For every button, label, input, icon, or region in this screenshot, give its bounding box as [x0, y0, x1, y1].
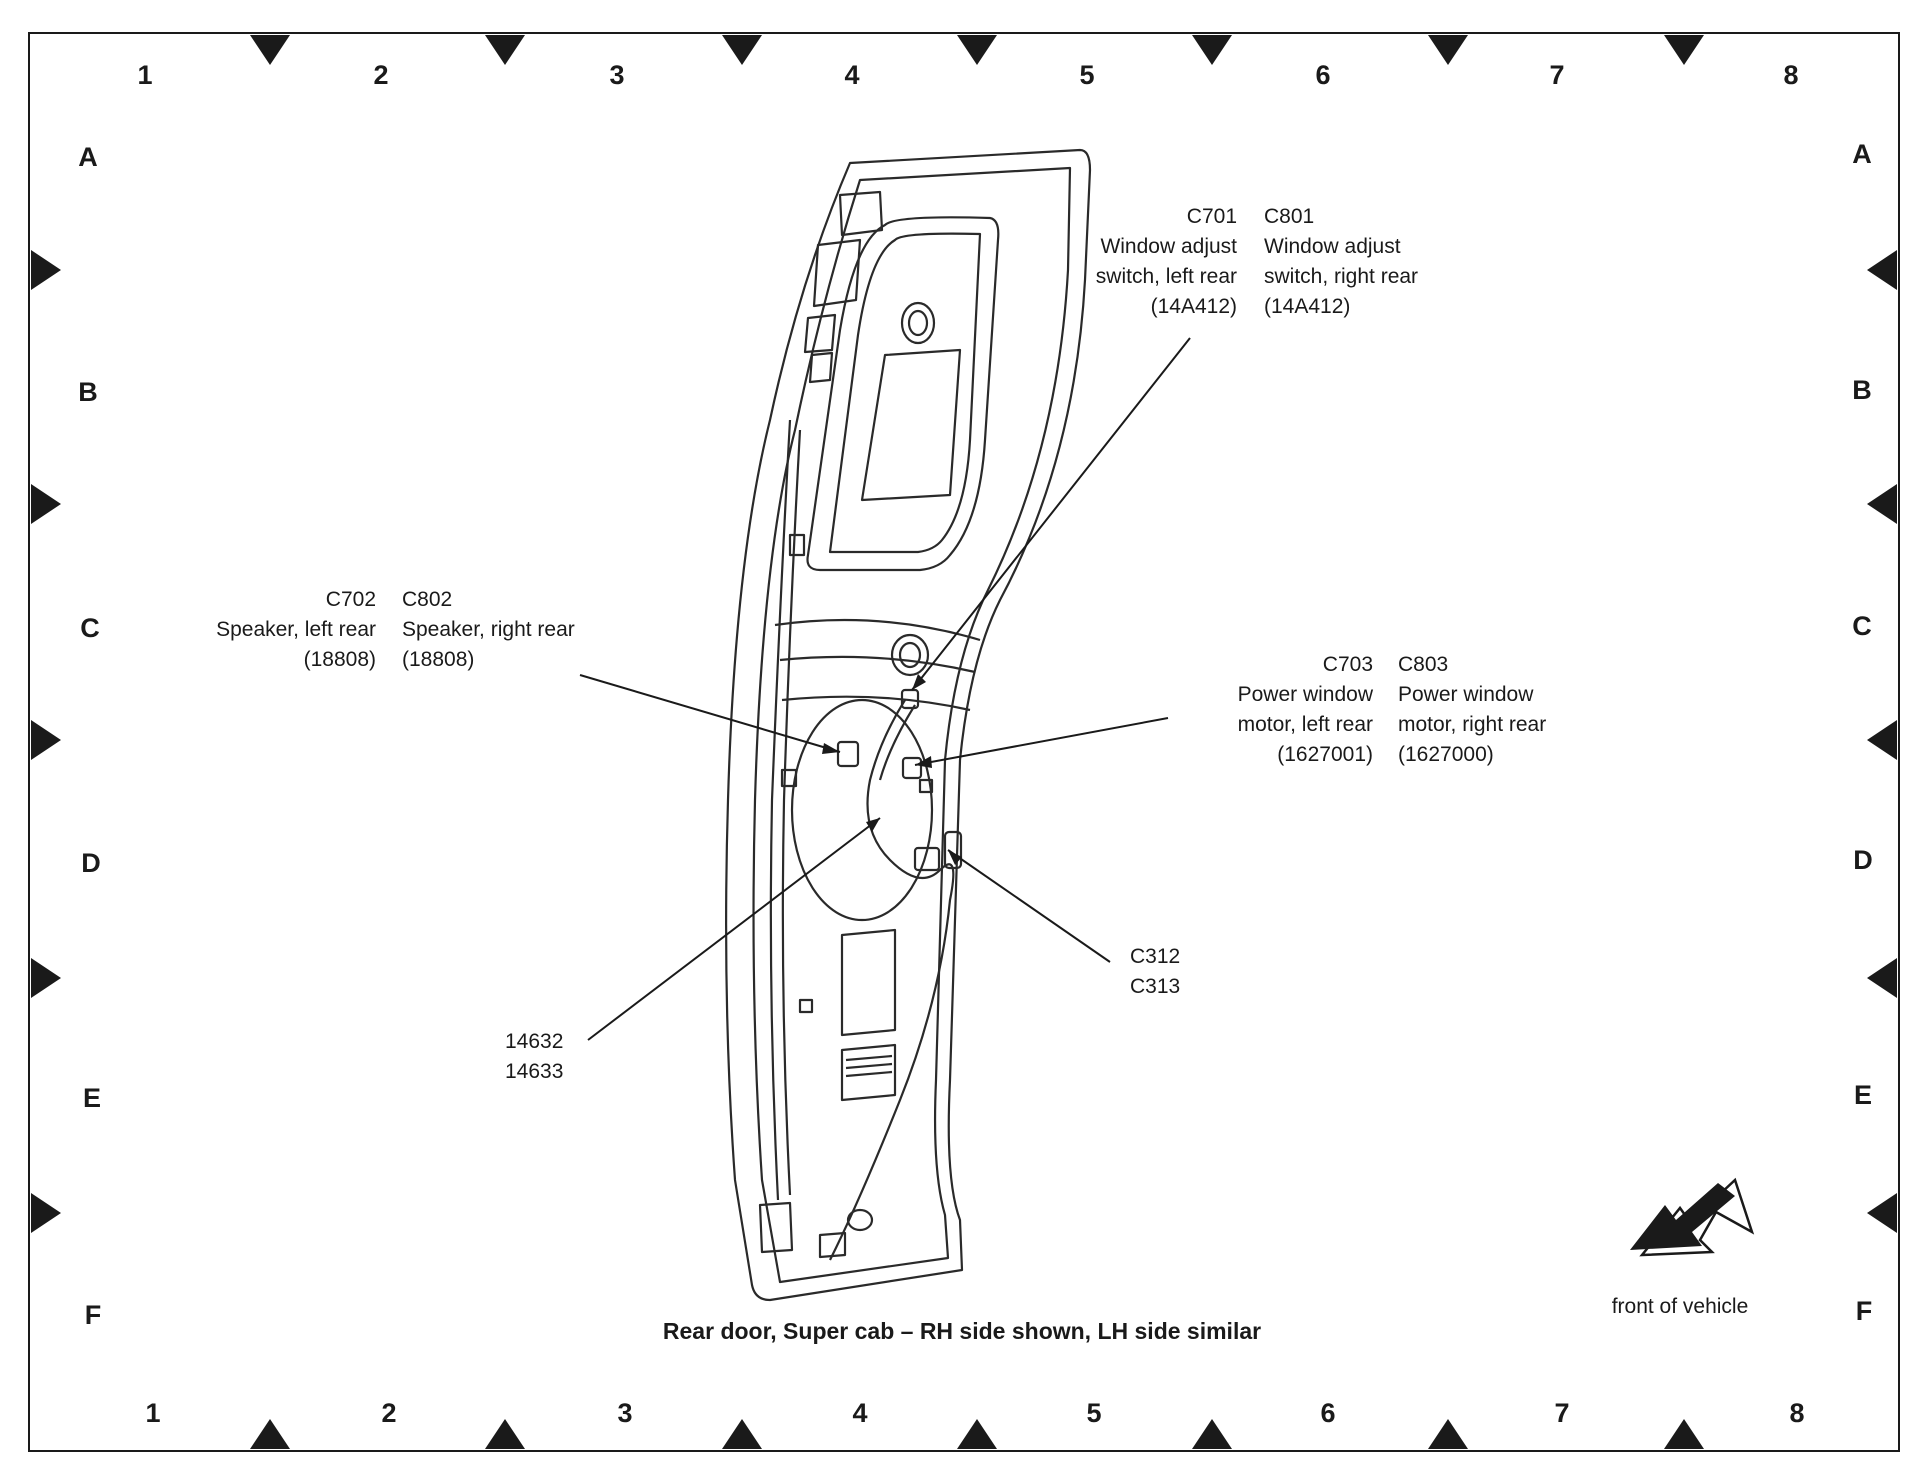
part-number: (1627001)	[1277, 743, 1373, 766]
callout-text: Speaker, right rear	[402, 618, 575, 641]
callout-window-switch-right: C801 Window adjust switch, right rear (1…	[1264, 202, 1418, 322]
callout-text: switch, right rear	[1264, 265, 1419, 288]
grid-col-top-8: 8	[1783, 60, 1799, 90]
grid-col-top-4: 4	[844, 60, 860, 90]
grid-col-bottom-1: 1	[145, 1398, 161, 1428]
callout-text: Speaker, left rear	[216, 618, 376, 641]
left-ticks	[31, 250, 61, 1233]
grid-col-bottom-5: 5	[1086, 1398, 1102, 1428]
leader-harness	[587, 817, 881, 1041]
rear-door-outline	[725, 148, 1092, 1302]
grid-col-top-2: 2	[373, 60, 389, 90]
front-arrow-icon	[1630, 1177, 1755, 1257]
grid-row-right-f: F	[1855, 1296, 1873, 1326]
grid-col-bottom-2: 2	[381, 1398, 397, 1428]
grid-row-left-a: A	[78, 142, 98, 172]
grid-col-bottom-3: 3	[617, 1398, 633, 1428]
part-number: (14A412)	[1264, 295, 1351, 318]
part-number: 14632	[505, 1030, 564, 1053]
leader-inline	[947, 849, 1111, 963]
part-number: (14A412)	[1150, 295, 1237, 318]
part-number: 14633	[505, 1060, 564, 1083]
callout-window-switch-left: C701 Window adjust switch, left rear (14…	[1096, 202, 1237, 322]
connector-id: C803	[1398, 653, 1449, 676]
connector-id: C802	[402, 588, 453, 611]
part-number: (18808)	[303, 648, 376, 671]
grid-col-bottom-8: 8	[1789, 1398, 1805, 1428]
grid-row-left-f: F	[84, 1300, 102, 1330]
connector-id: C703	[1322, 653, 1373, 676]
grid-col-top-1: 1	[137, 60, 153, 90]
part-number: (1627000)	[1398, 743, 1494, 766]
border-frame	[28, 32, 1900, 1452]
grid-row-right-e: E	[1853, 1080, 1872, 1110]
leader-lines	[579, 337, 1191, 1041]
callout-harness: 14632 14633	[505, 1027, 563, 1087]
connector-id: C313	[1130, 975, 1181, 998]
callout-text: Power window	[1237, 683, 1373, 706]
grid-row-left-b: B	[78, 377, 98, 407]
grid-row-left-e: E	[82, 1083, 101, 1113]
callout-text: motor, left rear	[1237, 713, 1373, 736]
callout-text: Window adjust	[1264, 235, 1401, 258]
bottom-ticks	[250, 1419, 1704, 1449]
grid-col-bottom-6: 6	[1320, 1398, 1336, 1428]
leader-speaker	[579, 674, 841, 753]
part-number: (18808)	[402, 648, 475, 671]
connector-id: C801	[1264, 205, 1315, 228]
grid-row-right-a: A	[1852, 139, 1872, 169]
grid-col-bottom-7: 7	[1554, 1398, 1570, 1428]
right-ticks	[1867, 250, 1897, 1233]
grid-col-top-3: 3	[609, 60, 625, 90]
callout-text: switch, left rear	[1095, 265, 1237, 288]
callout-window-motor-left: C703 Power window motor, left rear (1627…	[1238, 650, 1373, 770]
callout-window-motor-right: C803 Power window motor, right rear (162…	[1398, 650, 1546, 770]
callout-speaker-left: C702 Speaker, left rear (18808)	[216, 585, 376, 675]
leader-window-switch	[911, 337, 1191, 691]
callout-text: motor, right rear	[1398, 713, 1547, 736]
leader-window-motor	[914, 717, 1169, 766]
grid-row-right-d: D	[1853, 845, 1873, 875]
front-of-vehicle-label: front of vehicle	[1611, 1295, 1749, 1318]
connector-id: C702	[325, 588, 376, 611]
grid-row-left-c: C	[80, 613, 100, 643]
connector-id: C701	[1186, 205, 1237, 228]
grid-col-bottom-4: 4	[852, 1398, 868, 1428]
grid-row-right-b: B	[1852, 375, 1872, 405]
grid-col-top-6: 6	[1315, 60, 1331, 90]
grid-row-right-c: C	[1852, 611, 1872, 641]
callout-inline-connectors: C312 C313	[1130, 942, 1180, 1002]
leader-arrowheads	[822, 674, 962, 865]
grid-col-top-5: 5	[1079, 60, 1095, 90]
grid-row-left-d: D	[81, 848, 101, 878]
callout-text: Power window	[1398, 683, 1534, 706]
diagram-caption: Rear door, Super cab – RH side shown, LH…	[662, 1318, 1262, 1344]
grid-col-top-7: 7	[1549, 60, 1565, 90]
top-ticks	[250, 35, 1704, 65]
callout-speaker-right: C802 Speaker, right rear (18808)	[402, 585, 575, 675]
connector-id: C312	[1130, 945, 1181, 968]
callout-text: Window adjust	[1100, 235, 1237, 258]
